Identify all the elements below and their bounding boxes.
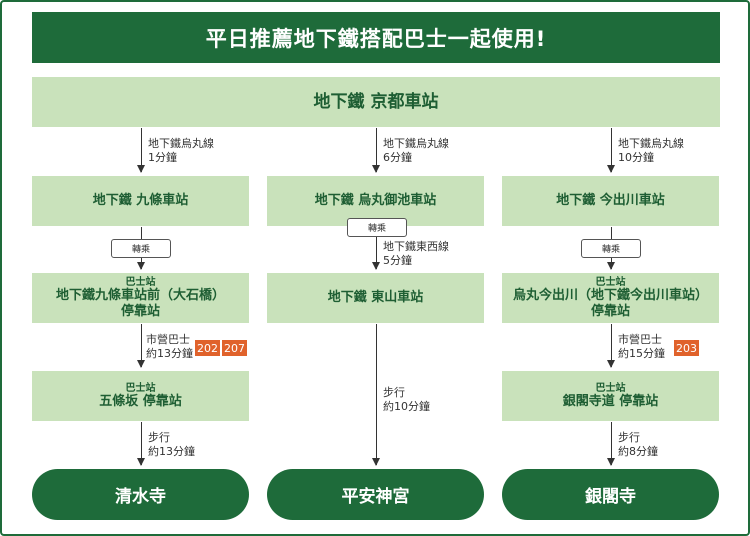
col2-station-2: 地下鐵 東山車站 <box>267 273 484 323</box>
page-title: 平日推薦地下鐵搭配巴士一起使用! <box>32 12 720 63</box>
col1-leg1-line: 地下鐵烏丸線 <box>148 137 214 150</box>
col2-station-1: 地下鐵 烏丸御池車站 <box>267 176 484 226</box>
col1-leg2-label: 市營巴士 約13分鐘 <box>146 333 193 361</box>
col3-station: 地下鐵 今出川車站 <box>502 176 719 226</box>
origin-station: 地下鐵 京都車站 <box>32 77 720 127</box>
col2-leg2-time: 5分鐘 <box>383 254 412 267</box>
col1-station: 地下鐵 九條車站 <box>32 176 249 226</box>
col3-bus-stop-1-tag: 巴士站 <box>595 276 626 288</box>
col2-leg1-time: 6分鐘 <box>383 151 412 164</box>
col1-leg2-line: 市營巴士 <box>146 333 190 346</box>
col3-leg3-time: 約8分鐘 <box>618 445 658 458</box>
col1-route-badge: 207 <box>222 340 247 356</box>
col3-route-badge: 203 <box>674 340 699 356</box>
col3-bus-stop-2-tag: 巴士站 <box>595 382 626 394</box>
col3-transfer-badge: 轉乘 <box>581 239 641 258</box>
arrow-col1-leg3 <box>137 422 145 466</box>
arrow-col2-leg3 <box>372 324 380 466</box>
col1-destination: 清水寺 <box>32 469 249 520</box>
arrow-col3-leg2 <box>607 324 615 368</box>
col1-leg1-label: 地下鐵烏丸線 1分鐘 <box>148 137 214 165</box>
col3-leg2-label: 市營巴士 約15分鐘 <box>618 333 665 361</box>
col3-bus-stop-1-suffix: 停靠站 <box>590 303 630 319</box>
col1-bus-stop-1: 巴士站 地下鐵九條車站前（大石橋） 停靠站 <box>32 273 249 323</box>
col1-leg1-time: 1分鐘 <box>148 151 177 164</box>
col1-leg3-label: 步行 約13分鐘 <box>148 431 195 459</box>
arrow-col3-leg3 <box>607 422 615 466</box>
col2-leg3-mode: 步行 <box>383 386 405 399</box>
col2-leg3-label: 步行 約10分鐘 <box>383 386 430 414</box>
col2-destination: 平安神宮 <box>267 469 484 520</box>
col3-leg3-mode: 步行 <box>618 431 640 444</box>
col1-leg3-time: 約13分鐘 <box>148 445 195 458</box>
arrow-col2-leg1 <box>372 128 380 173</box>
col3-leg1-line: 地下鐵烏丸線 <box>618 137 684 150</box>
arrow-col2-leg2 <box>372 227 380 270</box>
col1-transfer-badge: 轉乘 <box>111 239 171 258</box>
col1-bus-stop-1-tag: 巴士站 <box>125 276 156 288</box>
col3-bus-stop-1: 巴士站 烏丸今出川（地下鐵今出川車站） 停靠站 <box>502 273 719 323</box>
col3-bus-stop-2-name: 銀閣寺道 停靠站 <box>562 393 659 409</box>
col3-destination: 銀閣寺 <box>502 469 719 520</box>
col2-leg3-time: 約10分鐘 <box>383 400 430 413</box>
arrow-col1-leg1 <box>137 128 145 173</box>
col1-bus-stop-1-suffix: 停靠站 <box>120 303 160 319</box>
col3-leg2-line: 市營巴士 <box>618 333 662 346</box>
col3-leg1-time: 10分鐘 <box>618 151 654 164</box>
col3-bus-stop-1-name: 烏丸今出川（地下鐵今出川車站） <box>512 287 708 303</box>
col1-leg2-time: 約13分鐘 <box>146 347 193 360</box>
arrow-col1-leg2 <box>137 324 145 368</box>
col1-leg3-mode: 步行 <box>148 431 170 444</box>
col3-leg1-label: 地下鐵烏丸線 10分鐘 <box>618 137 684 165</box>
col3-leg3-label: 步行 約8分鐘 <box>618 431 658 459</box>
col2-leg1-line: 地下鐵烏丸線 <box>383 137 449 150</box>
col2-leg1-label: 地下鐵烏丸線 6分鐘 <box>383 137 449 165</box>
col1-bus-stop-1-name: 地下鐵九條車站前（大石橋） <box>55 287 225 303</box>
col2-transfer-badge: 轉乘 <box>347 218 407 237</box>
col3-bus-stop-2: 巴士站 銀閣寺道 停靠站 <box>502 371 719 421</box>
arrow-col3-leg1 <box>607 128 615 173</box>
col1-route-badge: 202 <box>195 340 220 356</box>
col2-leg2-label: 地下鐵東西線 5分鐘 <box>383 240 449 268</box>
col2-leg2-line: 地下鐵東西線 <box>383 240 449 253</box>
col1-bus-stop-2-name: 五條坂 停靠站 <box>99 393 182 409</box>
col1-bus-stop-2-tag: 巴士站 <box>125 382 156 394</box>
col3-leg2-time: 約15分鐘 <box>618 347 665 360</box>
col1-bus-stop-2: 巴士站 五條坂 停靠站 <box>32 371 249 421</box>
